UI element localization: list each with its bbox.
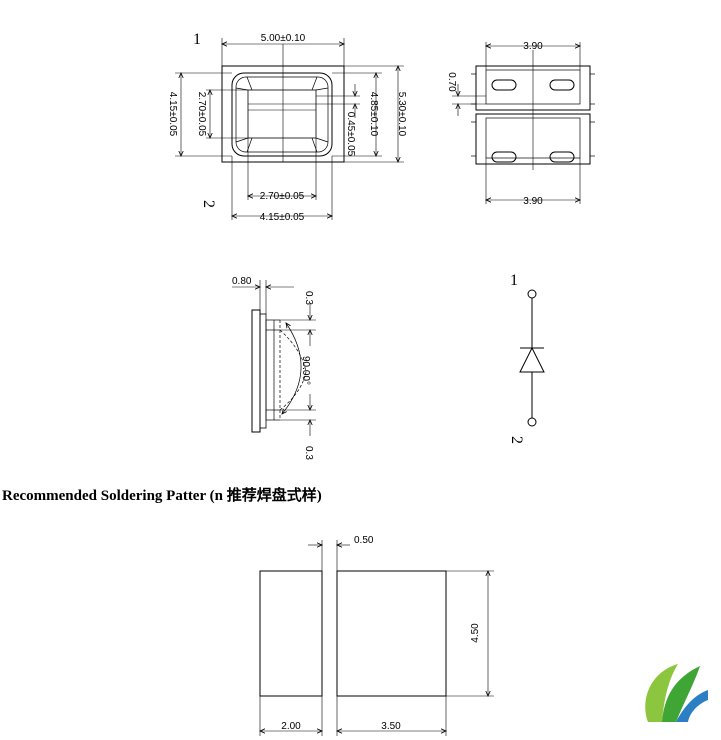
- brand-logo-icon: [645, 664, 708, 722]
- top-view-pin2-label: 2: [200, 200, 217, 208]
- side-view-bottom-label: 0.3: [303, 446, 314, 460]
- dim-offset-label: 0.45±0.05: [345, 112, 356, 157]
- dim-height-label: 5.30±0.10: [396, 92, 407, 137]
- bottom-view-bottom-width-label: 3.90: [523, 196, 543, 207]
- dim-inner-height-label: 4.85±0.10: [368, 92, 379, 137]
- bottom-view-slot: [549, 151, 575, 163]
- top-view-pin1-label: 1: [193, 31, 201, 48]
- solder-right-pad-label: 3.50: [381, 721, 401, 732]
- side-view-top-label: 0.3: [303, 291, 314, 305]
- diode-symbol: [519, 289, 545, 427]
- soldering-pattern-heading: Recommended Soldering Patter (n 推荐焊盘式样): [2, 488, 322, 504]
- bottom-view-top-width-label: 3.90: [523, 41, 543, 52]
- symbol-pin2-label: 2: [508, 436, 525, 444]
- bottom-view-slot: [491, 151, 517, 163]
- solder-pattern: [260, 540, 494, 736]
- top-view-lens: [247, 89, 317, 139]
- bottom-view-gap-label: 0.70: [446, 72, 457, 92]
- solder-pad-right: [336, 570, 447, 697]
- bottom-view-slot: [549, 79, 575, 91]
- dim-outer-height-label: 4.15±0.05: [167, 92, 178, 137]
- diode-symbol-labels: 1 2: [508, 272, 525, 444]
- side-view: [232, 280, 316, 436]
- bottom-view-slot: [491, 79, 517, 91]
- diode-triangle: [519, 346, 545, 373]
- solder-gap-label: 0.50: [354, 535, 374, 546]
- solder-pad-left: [259, 570, 323, 697]
- side-view-angle-label: 90.00°: [300, 356, 311, 385]
- side-view-labels: 0.80 0.3 0.3 90.00°: [232, 276, 314, 460]
- dim-lens-width-label: 2.70±0.05: [260, 191, 305, 202]
- top-view-cavity: [231, 72, 333, 157]
- side-view-body: [251, 309, 261, 433]
- bottom-view: [452, 42, 595, 204]
- solder-height-label: 4.50: [470, 623, 481, 643]
- top-view-labels: 1 2 5.00±0.10 4.15±0.05 2.70±0.05 5.30±0…: [167, 31, 407, 223]
- diode-anode-terminal: [527, 289, 537, 299]
- symbol-pin1-label: 1: [510, 272, 518, 289]
- side-view-thickness-label: 0.80: [232, 276, 252, 287]
- bottom-view-labels: 3.90 3.90 0.70: [446, 41, 543, 207]
- solder-left-pad-label: 2.00: [281, 721, 301, 732]
- top-view: [175, 38, 404, 220]
- dim-width-label: 5.00±0.10: [261, 33, 306, 44]
- diode-cathode-terminal: [527, 417, 537, 427]
- dim-lens-height-label: 2.70±0.05: [196, 92, 207, 137]
- solder-pattern-labels: 0.50 4.50 2.00 3.50: [281, 535, 481, 732]
- dim-outer-width-label: 4.15±0.05: [260, 212, 305, 223]
